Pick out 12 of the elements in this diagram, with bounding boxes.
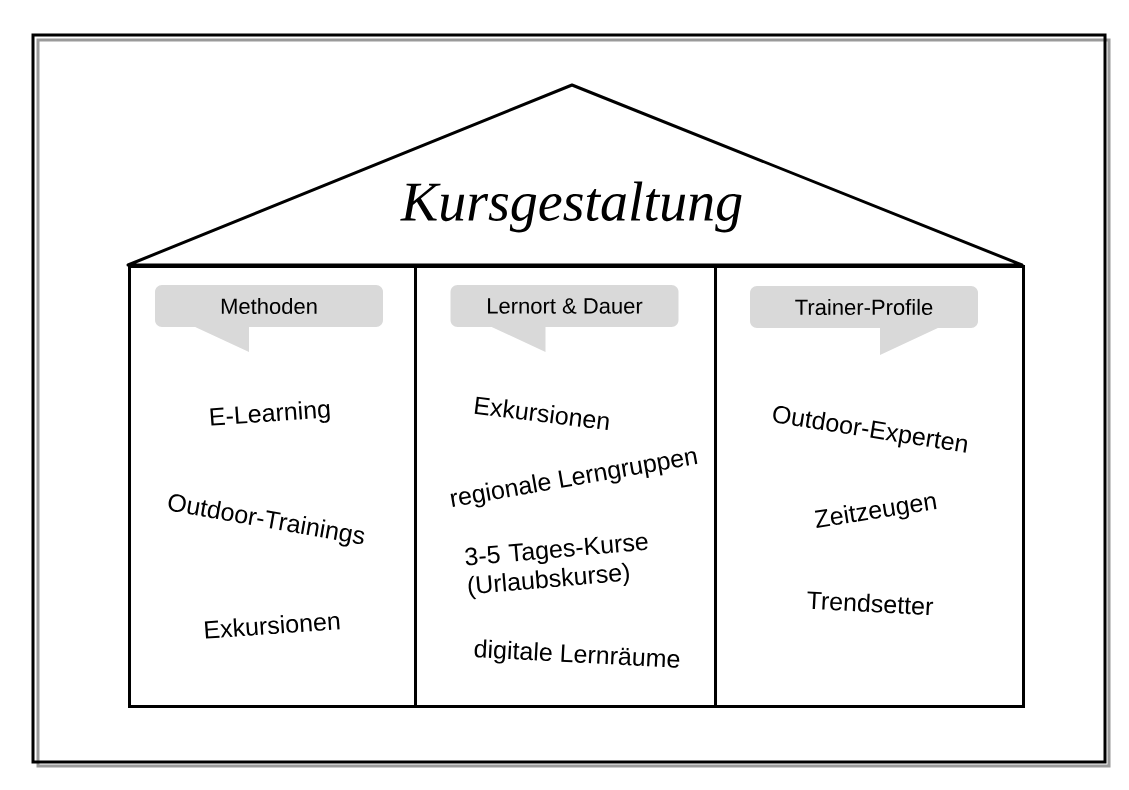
item-text: 3-5 Tages-Kurse (Urlaubskurse) [465,536,648,600]
item-text: Exkursionen [204,615,340,639]
speech-bubble: Lernort & Dauer [450,285,679,352]
item-text: Exkursionen [474,396,609,431]
speech-bubble: Methoden [155,285,383,352]
speech-bubble: Trainer-Profile [750,286,978,355]
item-text: Zeitzeugen [814,496,937,528]
item-text: digitale Lernräume [474,639,680,668]
item-text: Trendsetter [807,591,934,615]
roof-triangle: Kursgestaltung [126,83,1024,267]
item-text: regionale Lerngruppen [450,451,698,508]
item-text: E-Learning [210,401,330,426]
